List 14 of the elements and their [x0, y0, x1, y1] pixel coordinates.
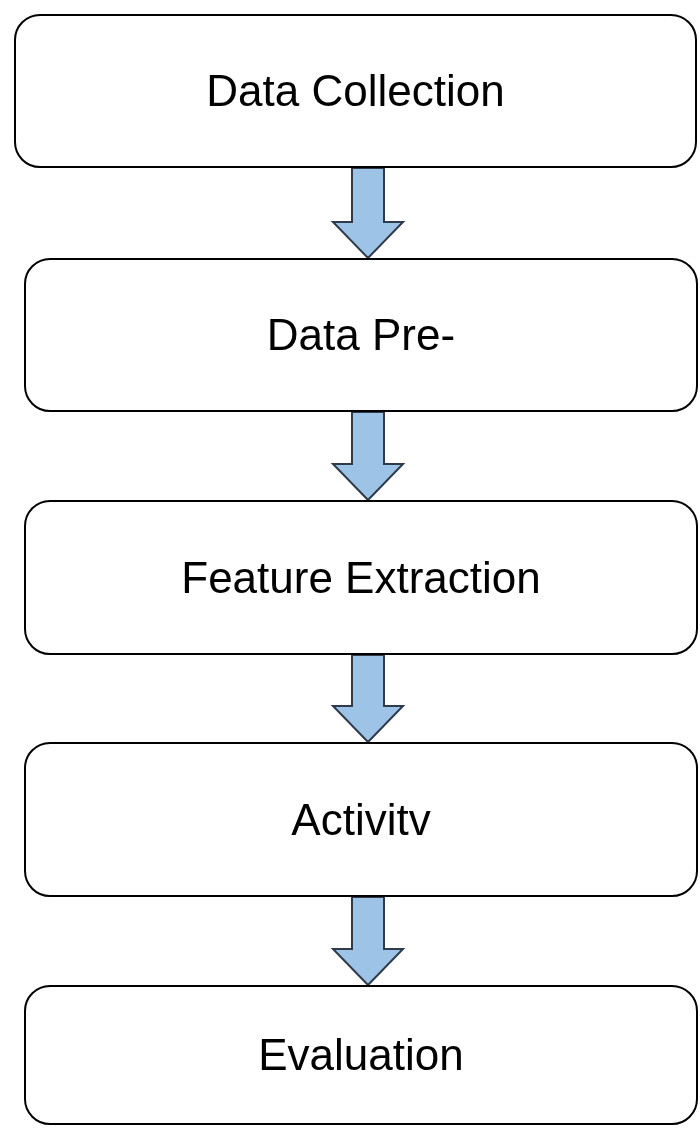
- process-box: [24, 985, 698, 1125]
- step-label: Feature Extraction: [181, 552, 541, 603]
- process-box: [14, 14, 697, 168]
- block-arrow: [330, 411, 406, 502]
- step-label: Activitv: [291, 794, 431, 845]
- block-arrow: [330, 654, 406, 744]
- process-box: [24, 742, 698, 897]
- block-arrow: [330, 896, 406, 987]
- step-label: Data Collection: [206, 66, 505, 116]
- step-label: Evaluation: [258, 1030, 464, 1080]
- process-box: [24, 500, 698, 655]
- step-label: Data Pre-: [266, 310, 456, 360]
- block-arrow: [330, 167, 406, 260]
- process-box: [24, 258, 698, 412]
